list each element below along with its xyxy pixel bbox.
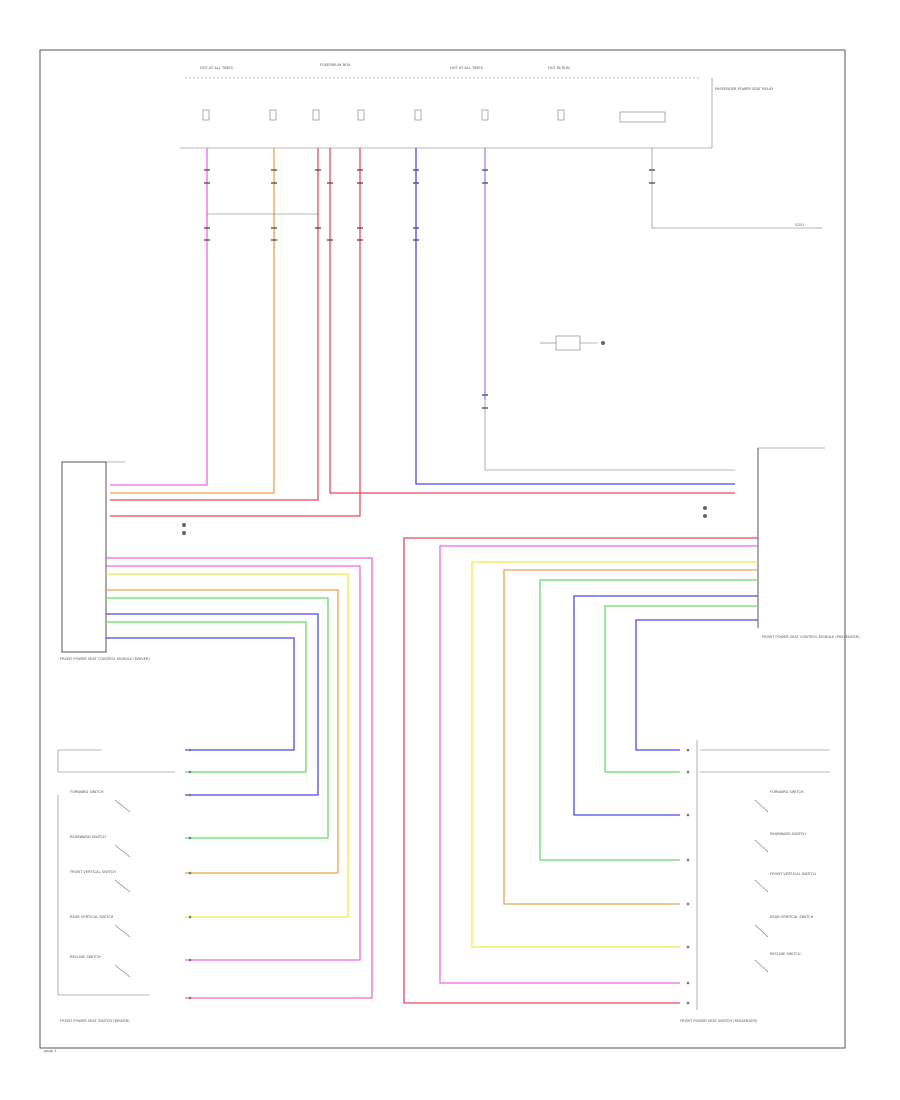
connector-marks (204, 169, 655, 409)
connector-icon (188, 748, 690, 1005)
fuse-box: HOT AT ALL TIMES FUSE/RELAY BOX HOT AT A… (180, 63, 774, 149)
left-control-module: FRONT POWER SEAT CONTROL MODULE (DRIVER) (60, 461, 186, 661)
left-switch-label-2: REARWARD SWITCH (70, 835, 106, 839)
right-switch-label-3: FRONT VERTICAL SWITCH (770, 872, 816, 876)
fuse-box-heading-center: FUSE/RELAY BOX (320, 63, 351, 67)
right-switch-label-1: FORWARD SWITCH (770, 790, 804, 794)
ground-label: G201 (795, 223, 805, 227)
ground-icon: G201 (795, 223, 822, 229)
left-module-wires (106, 557, 373, 999)
switch-icon (754, 799, 769, 973)
left-switch-assy-label: FRONT POWER SEAT SWITCH (DRIVER) (60, 1019, 130, 1023)
right-switch-label-5: RECLINE SWITCH (770, 952, 801, 956)
right-switch-label-2: REARWARD SWITCH (770, 832, 806, 836)
fuse-box-heading-left: HOT AT ALL TIMES (200, 66, 234, 70)
right-module-label: FRONT POWER SEAT CONTROL MODULE (PASSENG… (762, 635, 860, 639)
switch-icon (114, 799, 131, 978)
right-switch-label-4: REAR VERTICAL SWITCH (770, 915, 814, 919)
left-switch-assembly: FORWARD SWITCH REARWARD SWITCH FRONT VER… (57, 749, 175, 1023)
left-switch-label-1: FORWARD SWITCH (70, 790, 104, 794)
left-switch-label-5: RECLINE SWITCH (70, 955, 101, 959)
right-switch-assy-label: FRONT POWER SEAT SWITCH (PASSENGER) (680, 1019, 758, 1023)
page-footer: page 1 (44, 1049, 56, 1053)
relay-label: PASSENGER POWER SEAT RELAY (715, 87, 774, 91)
left-switch-label-4: REAR VERTICAL SWITCH (70, 915, 114, 919)
right-module-wires (403, 537, 758, 1004)
diagram-frame (39, 49, 846, 1049)
right-switch-assembly: FORWARD SWITCH REARWARD SWITCH FRONT VER… (680, 740, 830, 1023)
left-switch-label-3: FRONT VERTICAL SWITCH (70, 870, 116, 874)
splice-icon (540, 335, 605, 351)
left-module-label: FRONT POWER SEAT CONTROL MODULE (DRIVER) (60, 657, 150, 661)
fuse-box-heading-mid: HOT AT ALL TIMES (450, 66, 484, 70)
right-control-module: FRONT POWER SEAT CONTROL MODULE (PASSENG… (703, 447, 860, 639)
fuse-box-heading-right: HOT IN RUN (548, 66, 570, 70)
fuse-feed-wires (110, 148, 815, 517)
